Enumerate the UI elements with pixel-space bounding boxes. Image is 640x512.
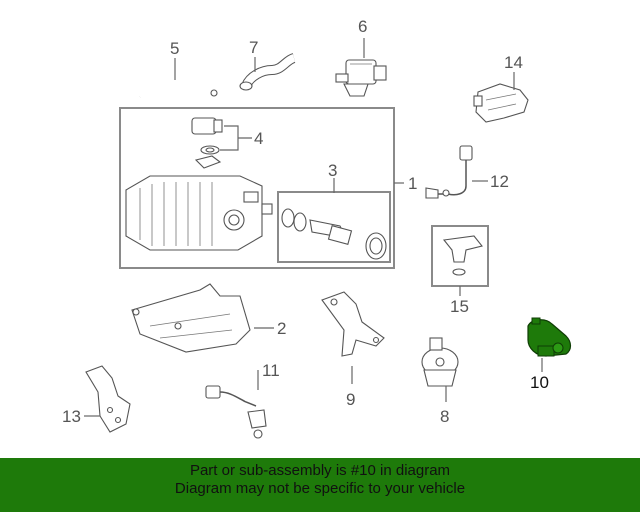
callout-7[interactable]: 7 — [249, 38, 258, 57]
part-7-hose[interactable] — [239, 53, 296, 91]
callout-14[interactable]: 14 — [504, 53, 523, 72]
banner-line-2: Diagram may not be specific to your vehi… — [174, 480, 466, 497]
part-2-bracket[interactable] — [131, 283, 251, 353]
part-9-bracket[interactable] — [321, 291, 385, 357]
callout-5[interactable]: 5 — [170, 39, 179, 58]
callout-1[interactable]: 1 — [408, 174, 417, 193]
parts-diagram: 5 7 6 14 4 1 — [62, 17, 572, 439]
part-6-valve[interactable] — [335, 59, 387, 97]
callout-4[interactable]: 4 — [254, 129, 263, 148]
assembly-frame-1 — [119, 107, 395, 269]
part-14-bracket[interactable] — [473, 83, 529, 123]
footer-banner: Part or sub-assembly is #10 in diagram D… — [0, 458, 640, 512]
callout-6[interactable]: 6 — [358, 17, 367, 36]
callout-10[interactable]: 10 — [530, 373, 549, 392]
part-15-sensor[interactable] — [442, 235, 483, 276]
part-10-purge-valve[interactable] — [527, 317, 572, 357]
callout-2[interactable]: 2 — [277, 319, 286, 338]
part-1-canister[interactable] — [125, 175, 273, 251]
leader-4 — [220, 125, 252, 151]
part-11-sensor[interactable] — [205, 385, 267, 439]
part-5-hose[interactable] — [138, 82, 218, 99]
callout-9[interactable]: 9 — [346, 390, 355, 409]
part-13-bracket[interactable] — [85, 365, 131, 433]
banner-line-1: Part or sub-assembly is #10 in diagram — [189, 462, 451, 479]
callout-15[interactable]: 15 — [450, 297, 469, 316]
callout-8[interactable]: 8 — [440, 407, 449, 426]
part-4-sensor[interactable] — [191, 117, 223, 169]
callout-12[interactable]: 12 — [490, 172, 509, 191]
part-3-filter[interactable] — [281, 208, 387, 260]
part-12-sensor[interactable] — [425, 145, 473, 199]
callout-11[interactable]: 11 — [262, 361, 280, 380]
callout-13[interactable]: 13 — [62, 407, 81, 426]
callout-3[interactable]: 3 — [328, 161, 337, 180]
part-8-actuator[interactable] — [421, 337, 459, 387]
